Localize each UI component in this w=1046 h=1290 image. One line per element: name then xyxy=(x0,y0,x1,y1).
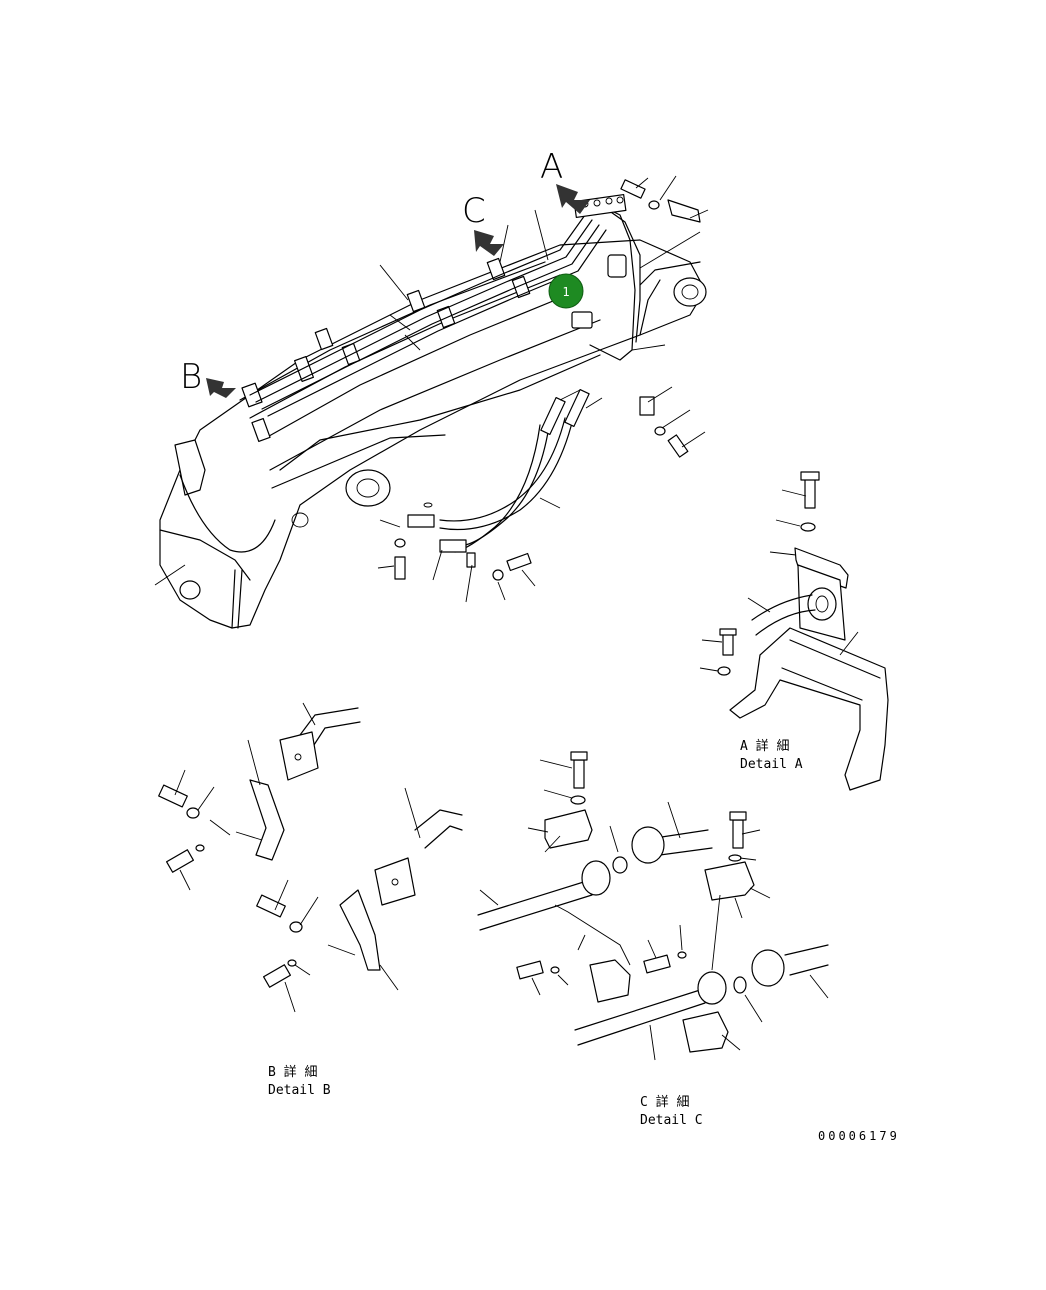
boom-assembly xyxy=(159,193,707,629)
detail-c-en: Detail C xyxy=(640,1113,703,1128)
view-arrow-b xyxy=(206,378,236,398)
view-arrow-c xyxy=(474,230,504,256)
view-arrow-a xyxy=(556,184,590,214)
detail-b-drawing xyxy=(158,702,463,1013)
drawing-number: 00006179 xyxy=(818,1129,900,1143)
detail-b-en: Detail B xyxy=(268,1083,331,1098)
detail-c-jp: C 詳 細 xyxy=(640,1094,689,1110)
detail-c-drawing xyxy=(477,751,829,1061)
detail-b-jp: B 詳 細 xyxy=(268,1064,317,1080)
view-label-a: A xyxy=(540,147,563,187)
view-arrows xyxy=(206,184,590,398)
detail-a-jp: A 詳 細 xyxy=(740,738,789,754)
callout-number: 1 xyxy=(562,285,569,299)
callout-marker[interactable]: 1 xyxy=(548,273,584,309)
view-label-b: B xyxy=(180,357,202,397)
leader-lines-main xyxy=(154,175,709,603)
detail-a-drawing xyxy=(699,471,889,791)
detail-a-en: Detail A xyxy=(740,757,803,772)
hardware-main xyxy=(394,179,701,581)
view-label-c: C xyxy=(462,191,486,231)
